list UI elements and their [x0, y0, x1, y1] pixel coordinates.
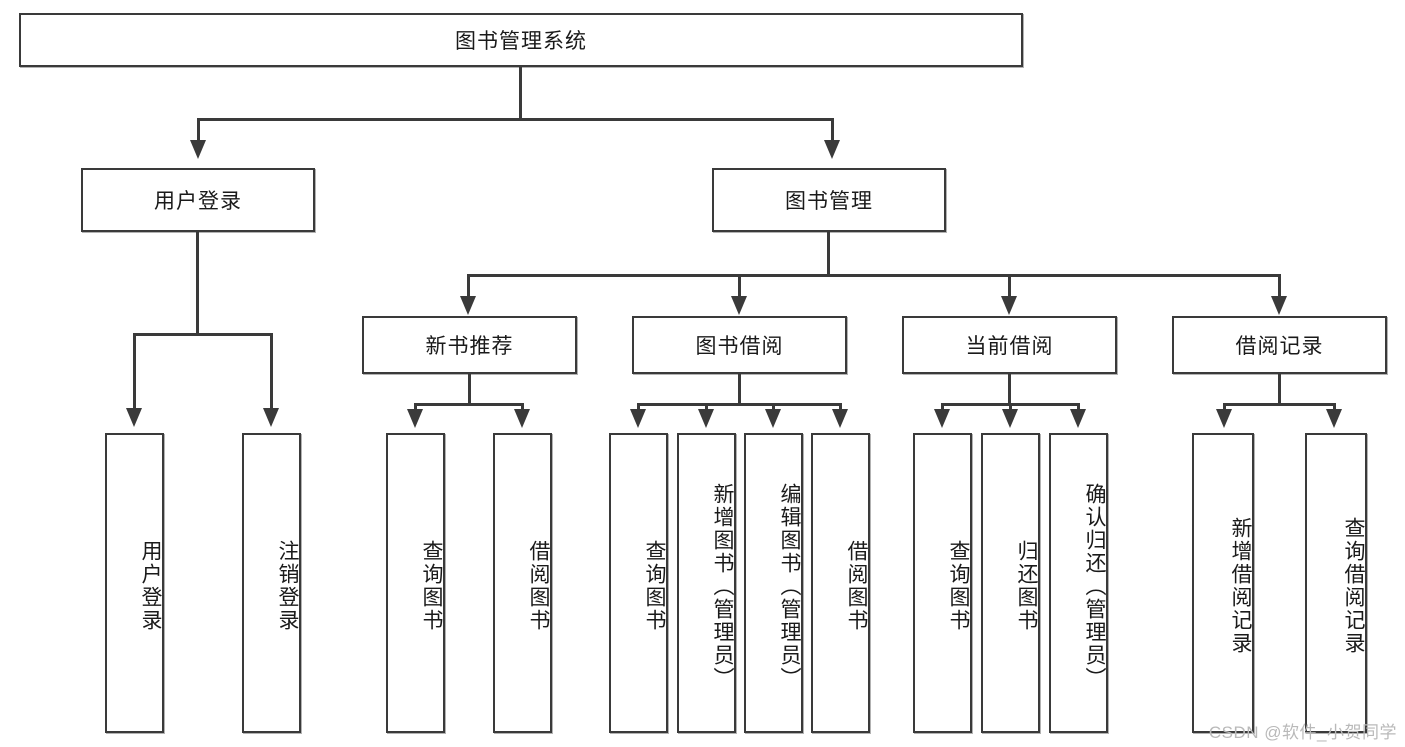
connector-current-borrow-drop-2 [1009, 403, 1012, 411]
node-label: 图书借阅 [695, 335, 784, 358]
node-user-login[interactable]: 用户登录 [81, 168, 315, 232]
leaf-book-borrow-query-book[interactable]: 查询图书 [609, 433, 668, 733]
connector-borrow-record-bus [1223, 403, 1336, 406]
node-current-borrowing[interactable]: 当前借阅 [902, 316, 1117, 374]
connector-root-to-book-management [831, 118, 834, 140]
node-new-book-recommendation[interactable]: 新书推荐 [362, 316, 577, 374]
arrowhead-user-login-2 [263, 408, 279, 427]
node-label: 借阅记录 [1235, 335, 1324, 358]
node-label: 注销登录 [276, 540, 299, 632]
node-label: 新增借阅记录 [1229, 517, 1252, 655]
connector-new-book-stem [468, 374, 471, 405]
connector-borrow-record-drop-1 [1223, 403, 1226, 411]
leaf-new-book-query-book[interactable]: 查询图书 [386, 433, 445, 733]
node-label: 用户登录 [154, 190, 242, 213]
leaf-user-login-logout[interactable]: 注销登录 [242, 433, 301, 733]
leaf-borrow-record-add-record[interactable]: 新增借阅记录 [1192, 433, 1254, 733]
node-label: 确认归还（管理员） [1083, 482, 1106, 690]
connector-root-stem [519, 67, 522, 120]
connector-book-borrow-bus [637, 403, 842, 406]
node-label: 新增图书（管理员） [711, 482, 734, 690]
node-label: 图书管理系统 [455, 30, 587, 53]
leaf-user-login-login[interactable]: 用户登录 [105, 433, 164, 733]
arrowhead-user-login-1 [126, 408, 142, 427]
node-label: 借阅图书 [527, 540, 550, 632]
node-label: 借阅图书 [845, 540, 868, 632]
leaf-borrow-record-query-record[interactable]: 查询借阅记录 [1305, 433, 1367, 733]
arrowhead-current-borrow-1 [934, 409, 950, 428]
connector-current-borrow-drop-3 [1077, 403, 1080, 411]
node-book-borrowing[interactable]: 图书借阅 [632, 316, 847, 374]
node-label: 新书推荐 [425, 335, 514, 358]
connector-book-management-stem [827, 232, 830, 276]
connector-level3-drop-3 [1008, 274, 1011, 296]
connector-user-login-drop-1 [133, 333, 136, 408]
connector-level3-drop-2 [738, 274, 741, 296]
connector-borrow-record-drop-2 [1333, 403, 1336, 411]
arrowhead-current-borrow-2 [1002, 409, 1018, 428]
arrowhead-book-borrow-4 [832, 409, 848, 428]
connector-user-login-stem [196, 232, 199, 335]
connector-new-book-bus [414, 403, 524, 406]
arrowhead-book-borrow-1 [630, 409, 646, 428]
node-label: 用户登录 [139, 540, 162, 632]
arrowhead-new-book-1 [407, 409, 423, 428]
connector-book-borrow-drop-3 [772, 403, 775, 411]
arrowhead-level3-1 [460, 296, 476, 315]
connector-borrow-record-stem [1278, 374, 1281, 405]
arrowhead-borrow-record-2 [1326, 409, 1342, 428]
arrowhead-borrow-record-1 [1216, 409, 1232, 428]
node-label: 查询图书 [420, 540, 443, 632]
node-label: 查询图书 [947, 540, 970, 632]
connector-current-borrow-stem [1008, 374, 1011, 405]
connector-level3-drop-1 [467, 274, 470, 296]
node-label: 编辑图书（管理员） [778, 482, 801, 690]
leaf-book-borrow-add-book-admin[interactable]: 新增图书（管理员） [677, 433, 736, 733]
leaf-book-borrow-edit-book-admin[interactable]: 编辑图书（管理员） [744, 433, 803, 733]
arrowhead-book-borrow-3 [765, 409, 781, 428]
node-root-book-management-system[interactable]: 图书管理系统 [19, 13, 1023, 67]
arrowhead-root-to-book-management [824, 140, 840, 159]
connector-book-borrow-drop-2 [705, 403, 708, 411]
connector-book-borrow-drop-4 [839, 403, 842, 411]
connector-level3-bus [467, 274, 1281, 277]
leaf-current-borrow-query-book[interactable]: 查询图书 [913, 433, 972, 733]
arrowhead-level3-3 [1001, 296, 1017, 315]
node-label: 查询图书 [643, 540, 666, 632]
arrowhead-root-to-user-login [190, 140, 206, 159]
arrowhead-current-borrow-3 [1070, 409, 1086, 428]
connector-user-login-drop-2 [270, 333, 273, 408]
connector-new-book-drop-1 [414, 403, 417, 411]
arrowhead-new-book-2 [514, 409, 530, 428]
node-label: 归还图书 [1015, 540, 1038, 632]
arrowhead-book-borrow-2 [698, 409, 714, 428]
leaf-book-borrow-borrow-book[interactable]: 借阅图书 [811, 433, 870, 733]
node-book-management[interactable]: 图书管理 [712, 168, 946, 232]
connector-book-borrow-drop-1 [637, 403, 640, 411]
arrowhead-level3-4 [1271, 296, 1287, 315]
leaf-new-book-borrow-book[interactable]: 借阅图书 [493, 433, 552, 733]
connector-root-to-user-login [197, 118, 200, 140]
connector-new-book-drop-2 [521, 403, 524, 411]
connector-level3-drop-4 [1278, 274, 1281, 296]
leaf-current-borrow-return-book[interactable]: 归还图书 [981, 433, 1040, 733]
node-label: 查询借阅记录 [1342, 517, 1365, 655]
node-borrowing-record[interactable]: 借阅记录 [1172, 316, 1387, 374]
connector-root-bus [197, 118, 834, 121]
leaf-current-borrow-confirm-return-admin[interactable]: 确认归还（管理员） [1049, 433, 1108, 733]
connector-current-borrow-drop-1 [941, 403, 944, 411]
node-label: 图书管理 [785, 190, 873, 213]
arrowhead-level3-2 [731, 296, 747, 315]
node-label: 当前借阅 [965, 335, 1054, 358]
connector-book-borrow-stem [738, 374, 741, 405]
connector-user-login-bus [133, 333, 273, 336]
